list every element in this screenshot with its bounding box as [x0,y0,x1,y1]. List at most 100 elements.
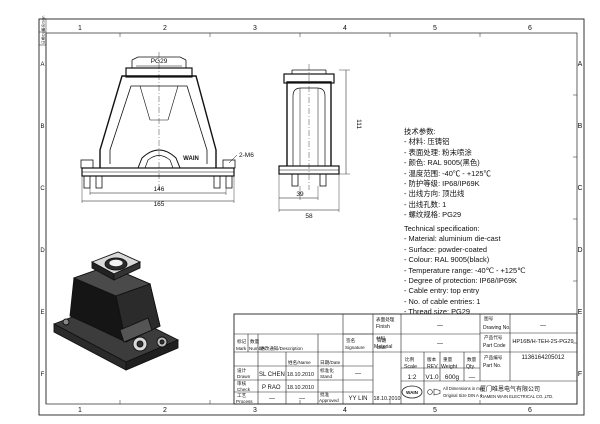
spec-en-line: - Colour: RAL 9005(black) [404,255,490,265]
weight-label-en: Weight [441,364,458,370]
approved-label-cn: 批准 [320,391,330,398]
drawing-no-label-en: Drawing No. [483,325,511,331]
check-label-cn: 审核 [237,380,247,387]
dim-165: 165 [154,201,165,208]
standard-label-cn: 标准化 [320,367,334,374]
date2-label: 日期/Date [320,360,341,366]
finish-value: — [437,323,443,329]
drawn-label-en: Drawn [237,374,251,379]
drawing-no-value: — [540,323,546,329]
drawn-name: SL CHEN [259,372,285,378]
check-date: 18.10.2010 [287,385,314,391]
projection-symbol [427,388,441,396]
drawn-label-cn: 设计 [237,367,247,374]
row-label: B [578,123,583,130]
weight-value: 600g [445,374,460,381]
process-name: — [269,396,275,402]
spec-en-line: - Degree of protection: IP68/IP69K [404,275,517,285]
row-label: E [578,309,583,316]
part-code-label-cn: 产品代号 [484,334,503,341]
standard-value: — [355,371,361,377]
col-label: 3 [253,407,257,414]
signature-label-en: Signature [345,345,365,350]
drawn-date: 18.10.2010 [287,372,314,378]
signature-label-cn: 签名 [346,337,355,344]
dim-111: 111 [355,119,362,129]
row-label: C [40,186,45,192]
spec-en-line: - Material: aluminium die-cast [404,234,501,244]
spec-cn-line: - 螺纹规格: PG29 [404,210,462,220]
col-label: 1 [78,407,82,414]
approved-date: 18.10.2010 [374,396,401,402]
mark-label-cn: 标记 [237,338,247,345]
col-label: 6 [528,25,532,32]
spec-cn-line: - 颜色: RAL 9005(黑色) [404,158,480,168]
process-label-cn: 工艺 [237,393,247,398]
spec-cn-line: - 温度范围: -40℃ - +125℃ [404,168,491,178]
col-label: 1 [78,25,82,32]
qty2-value: — [469,374,476,381]
spec-en: Technical specification: - Material: alu… [404,224,525,318]
change-label: 更改通知/Description [260,345,303,352]
company-name-en: XIAMEN WAIN ELECTRICAL CO.,LTD. [480,394,553,399]
brand-embossing: WAIN [183,156,199,162]
scale-value: 1:2 [408,374,417,381]
front-view-dimension-text: PG29 WAIN 2-M6 146 165 [151,58,255,208]
name-label: 姓名/Name [288,359,311,366]
spec-cn-line: - 出线孔数: 1 [404,199,447,209]
title-block-labels: 表面处理 Finish — 图号 Drawing No. — 产品代号 Part… [236,316,574,404]
qty-label-en: Number [249,346,266,351]
row-label: D [577,247,582,254]
qty2-label-cn: 数量 [467,356,477,363]
standard-label-en: Stand [320,374,332,379]
col-label: 6 [528,407,532,414]
dims-note-1: All Dimensions in mm [443,386,484,391]
row-label: C [577,185,582,192]
check-name: P RAO [262,385,281,391]
row-label: F [578,371,582,378]
spec-en-line: - Surface: powder-coated [404,244,487,254]
side-view [278,64,350,212]
rev-label-en: REV [427,364,438,370]
material-label-en: Material [374,344,392,350]
date-label-en: Date [377,345,387,350]
dim-146: 146 [154,186,165,193]
pg29-label: PG29 [151,58,168,65]
part-no-label-cn: 产品编号 [484,354,503,361]
dim-58: 58 [305,213,313,220]
finish-label-cn: 表面处理 [376,316,395,323]
col-label: 3 [253,25,257,32]
spec-cn: 技术参数: - 材料: 压铸铝 - 表面处理: 粉末喷涂 - 颜色: RAL 9… [404,127,491,221]
row-label: E [40,310,44,316]
row-label: F [41,372,45,378]
rev-value: V1.0 [425,374,439,381]
qty2-label-en: Qty. [466,364,475,370]
qty-label-cn: 数量 [250,338,260,345]
spec-cn-line: - 材料: 压铸铝 [404,137,450,147]
spec-en-line: - No. of cable entries: 1 [404,296,481,306]
spec-cn-heading: 技术参数: [404,127,436,136]
scale-label-cn: 比例 [405,356,415,363]
spec-en-heading: Technical specification: [404,224,480,233]
process-date: — [299,396,305,402]
finish-label-en: Finish [376,324,390,330]
material-label-cn: 材料 [376,335,386,342]
spec-en-line: - Temperature range: -40℃ - +125℃ [404,265,526,275]
col-label: 4 [343,25,347,32]
date-label-cn: 日期 [377,338,387,344]
strip-sign-label: 签名/Sign [41,16,46,31]
part-code-value: HP16B/H-TEH-2S-PG29 [512,339,573,345]
dims-note-2: Original Size DIN A 4 [443,393,483,398]
row-label: A [578,61,583,68]
scale-label-en: Scale [404,364,417,370]
row-label: B [40,124,44,130]
col-label: 2 [163,25,167,32]
col-label: 5 [433,407,437,414]
approved-name: YY LIN [349,396,368,402]
mark-label-en: Mark [236,346,247,351]
part-no-value: 1136164205012 [522,355,566,361]
spec-cn-line: - 表面处理: 粉末喷涂 [404,147,472,157]
col-label: 4 [343,407,347,414]
